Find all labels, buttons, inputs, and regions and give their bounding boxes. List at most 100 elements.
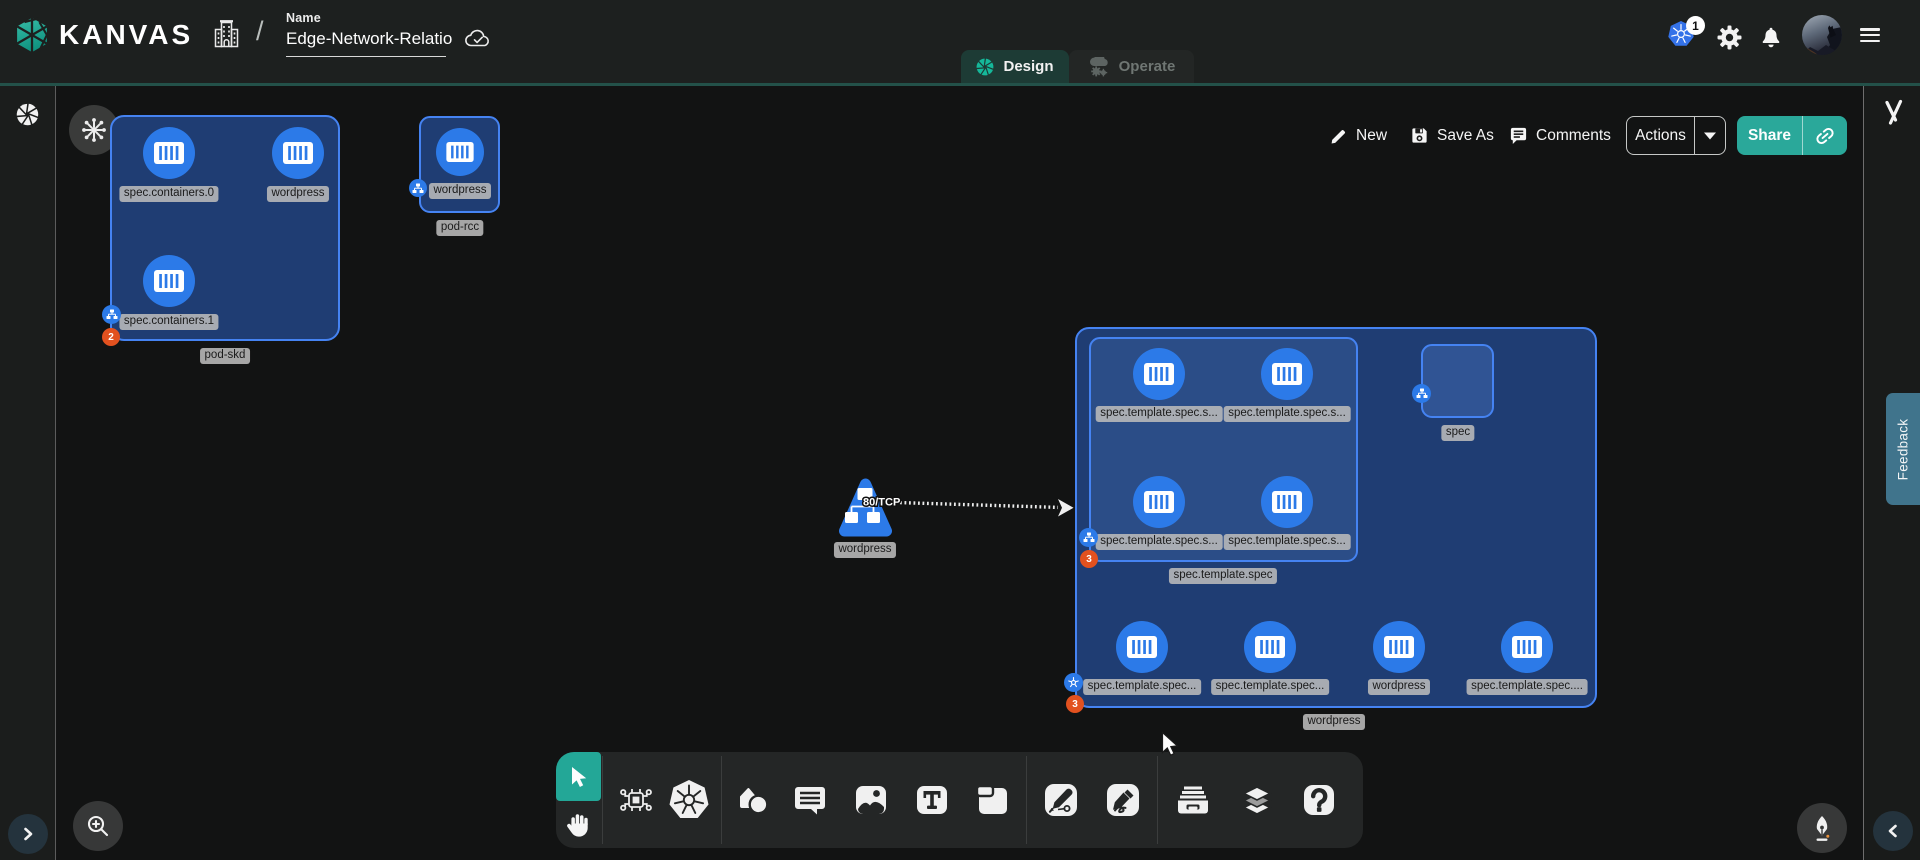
user-avatar-image xyxy=(1802,15,1842,55)
cloud-saved-icon xyxy=(465,29,489,47)
dashboard-whirl-icon[interactable] xyxy=(16,103,39,126)
kanvas-logo[interactable]: KANVAS xyxy=(14,15,193,55)
pen-tool[interactable] xyxy=(1040,779,1082,821)
container-icon xyxy=(1144,491,1174,513)
cluster-snowflake-icon xyxy=(82,118,106,142)
cluster-node[interactable] xyxy=(69,105,119,155)
kubernetes-context-switcher[interactable]: 1 xyxy=(1667,13,1709,51)
shapes-icon xyxy=(740,788,769,815)
container-icon xyxy=(1272,363,1302,385)
node-template-container-0[interactable] xyxy=(1133,348,1185,400)
node-label: spec.template.spec.s... xyxy=(1095,534,1223,550)
comment-tool[interactable] xyxy=(789,779,831,821)
toolbar-divider xyxy=(721,756,722,844)
error-count-badge[interactable]: 3 xyxy=(1066,695,1084,713)
hand-pan-icon xyxy=(567,814,588,837)
container-icon xyxy=(1144,363,1174,385)
tab-design-label: Design xyxy=(1003,58,1054,75)
new-button[interactable]: New xyxy=(1330,116,1387,155)
node-spec-containers-1[interactable] xyxy=(143,255,195,307)
collapse-right-panel-button[interactable] xyxy=(1873,811,1913,851)
pen-mode-button[interactable] xyxy=(1797,803,1847,853)
node-deploy-container-0[interactable] xyxy=(1116,621,1168,673)
group-k8s-badge[interactable] xyxy=(1064,673,1083,692)
design-name-field[interactable]: Name Edge-Network-Relatio xyxy=(286,11,452,57)
help-tool[interactable] xyxy=(1298,779,1340,821)
drawer-icon xyxy=(1178,786,1208,814)
tab-design[interactable]: Design xyxy=(961,50,1069,83)
sketch-panel-icon[interactable] xyxy=(1883,99,1905,125)
node-deploy-container-3[interactable] xyxy=(1501,621,1553,673)
hierarchy-icon xyxy=(106,309,117,319)
expand-left-panel-button[interactable] xyxy=(8,814,48,854)
sketch-tool[interactable] xyxy=(1102,779,1144,821)
node-share-badge[interactable] xyxy=(1412,384,1431,403)
comments-icon xyxy=(1510,127,1527,145)
image-tool[interactable] xyxy=(850,779,892,821)
share-button[interactable]: Share xyxy=(1737,116,1847,155)
design-canvas[interactable]: New Save As xyxy=(57,86,1863,860)
chevron-left-icon xyxy=(1888,824,1897,838)
tab-operate[interactable]: Operate xyxy=(1069,50,1194,83)
feedback-tab-label: Feedback xyxy=(1895,418,1911,480)
group-share-badge[interactable] xyxy=(1079,528,1098,547)
zoom-button[interactable] xyxy=(73,801,123,851)
canvas-toolbar xyxy=(556,752,1363,848)
settings-gear-icon[interactable] xyxy=(1717,25,1742,50)
edge-arrowhead xyxy=(1058,499,1074,517)
container-icon xyxy=(1512,636,1542,658)
kanvas-logo-icon xyxy=(16,17,48,53)
copy-link-button[interactable] xyxy=(1803,125,1847,147)
design-name-value[interactable]: Edge-Network-Relatio xyxy=(286,29,452,57)
text-tool[interactable] xyxy=(911,779,953,821)
layers-tool[interactable] xyxy=(1236,779,1278,821)
share-button-divider xyxy=(1802,116,1803,155)
node-template-container-3[interactable] xyxy=(1261,476,1313,528)
node-template-container-1[interactable] xyxy=(1261,348,1313,400)
shapes-tool[interactable] xyxy=(731,779,773,821)
node-spec-containers-0[interactable] xyxy=(143,127,195,179)
organization-icon[interactable] xyxy=(212,19,241,49)
node-label: wordpress xyxy=(428,183,492,199)
save-as-button[interactable]: Save As xyxy=(1410,116,1494,155)
group-share-badge[interactable] xyxy=(409,179,427,197)
component-shape-tool[interactable] xyxy=(615,779,657,821)
rectangle-tool[interactable] xyxy=(972,779,1014,821)
node-label: spec.template.spec.s... xyxy=(1095,406,1223,422)
node-deploy-container-1[interactable] xyxy=(1244,621,1296,673)
node-spec[interactable] xyxy=(1421,344,1494,418)
actions-button-label: Actions xyxy=(1635,126,1686,144)
letter-T-glyph xyxy=(923,791,941,809)
node-wordpress-1[interactable] xyxy=(272,127,324,179)
service-network-icon xyxy=(845,488,880,523)
menu-hamburger-icon[interactable] xyxy=(1860,28,1880,45)
save-icon xyxy=(1412,128,1427,143)
kubernetes-shape-tool[interactable] xyxy=(668,779,710,821)
new-pencil-icon xyxy=(1331,129,1346,143)
text-icon xyxy=(917,786,947,814)
node-label: wordpress xyxy=(1367,679,1431,695)
pan-tool-button[interactable] xyxy=(561,807,597,843)
error-count-badge[interactable]: 2 xyxy=(102,328,120,346)
group-label: pod-rcc xyxy=(436,220,484,236)
actions-caret-button[interactable] xyxy=(1695,132,1725,140)
group-share-badge[interactable] xyxy=(102,305,121,324)
mode-tabs: Design Operate xyxy=(961,50,1194,83)
feedback-tab[interactable]: Feedback xyxy=(1886,393,1920,505)
comments-button[interactable]: Comments xyxy=(1509,116,1611,155)
container-icon xyxy=(446,142,474,162)
user-avatar[interactable] xyxy=(1802,15,1842,55)
drawer-tool[interactable] xyxy=(1172,779,1214,821)
select-tool-button[interactable] xyxy=(556,752,601,801)
kubernetes-context-badge: 1 xyxy=(1686,16,1705,35)
node-template-container-2[interactable] xyxy=(1133,476,1185,528)
hierarchy-icon xyxy=(1416,388,1427,398)
error-count-badge[interactable]: 3 xyxy=(1080,550,1098,568)
notifications-bell-icon[interactable] xyxy=(1759,24,1783,49)
actions-dropdown-button[interactable]: Actions xyxy=(1626,116,1726,155)
toolbar-divider xyxy=(1026,756,1027,844)
edge-wordpress-service[interactable] xyxy=(899,500,1059,510)
node-deploy-container-2[interactable] xyxy=(1373,621,1425,673)
node-wordpress-2[interactable] xyxy=(436,128,484,176)
